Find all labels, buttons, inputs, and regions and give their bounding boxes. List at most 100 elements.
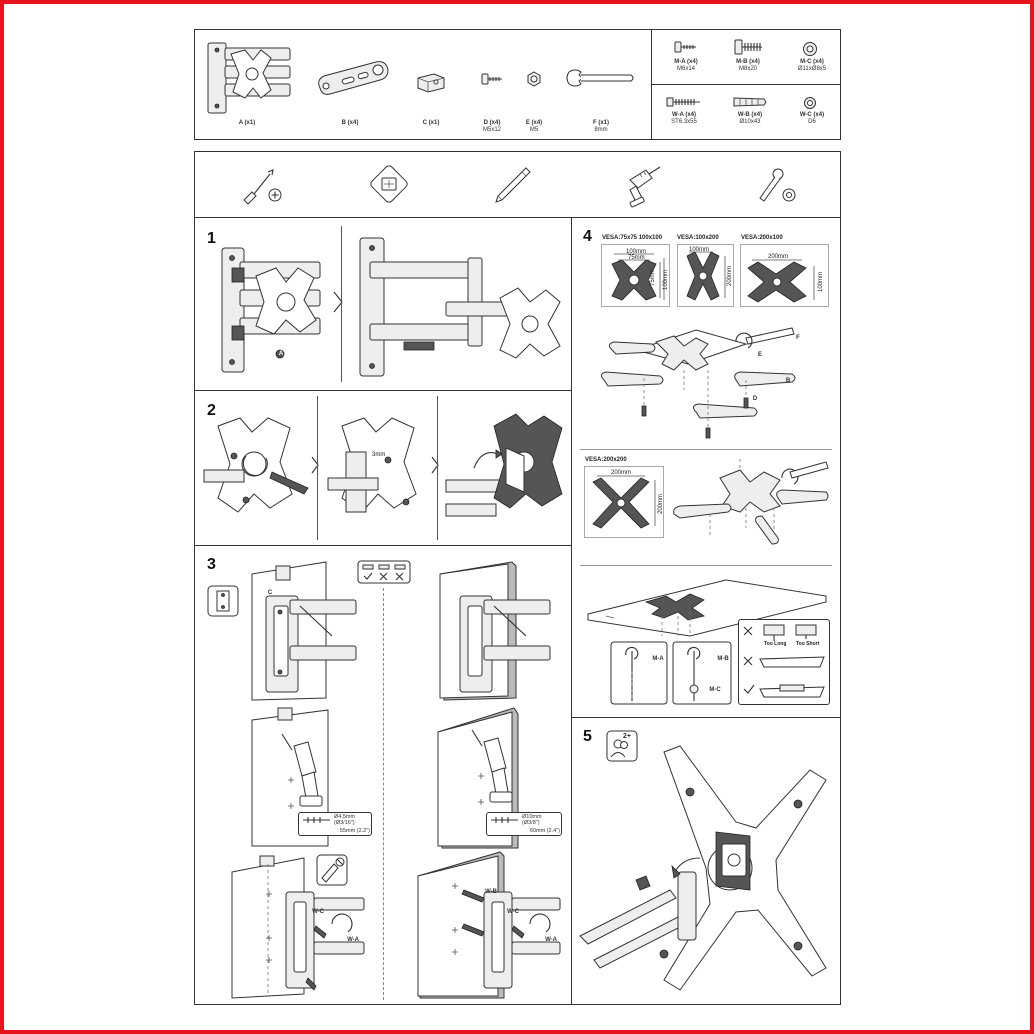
step4-tag-ma: M-A bbox=[652, 656, 664, 662]
step3-wood-tag-wa: W-A bbox=[347, 937, 359, 943]
step4-screw-mb-detail bbox=[672, 641, 732, 705]
step2-loosen-screw bbox=[203, 417, 309, 513]
parts-divider-h bbox=[651, 84, 841, 86]
part-e-nut bbox=[527, 71, 541, 87]
step3-wood-bit-icon bbox=[303, 817, 330, 823]
step2-tilted-plate bbox=[445, 413, 563, 517]
part-wc-label: W-C (x4)D6 bbox=[799, 112, 825, 125]
part-wb-anchor bbox=[733, 97, 767, 107]
svg-text:75mm: 75mm bbox=[650, 269, 656, 286]
step3-center-divider bbox=[383, 588, 384, 1000]
step1-chevron bbox=[333, 291, 343, 313]
step4-subdivider-2 bbox=[580, 565, 832, 566]
column-divider bbox=[571, 217, 573, 1005]
step3-concrete-tag-wc: W-C bbox=[507, 909, 519, 915]
pencil-icon bbox=[495, 167, 531, 203]
svg-text:100mm: 100mm bbox=[689, 247, 709, 253]
part-wa-label: W-A (x4)ST6.3x55 bbox=[671, 112, 697, 125]
vesa-200-exploded-view bbox=[673, 458, 829, 545]
step1-divider bbox=[194, 390, 572, 392]
part-mc-washer bbox=[803, 42, 817, 56]
part-b-adapter-arm bbox=[318, 61, 389, 95]
step2-inner-divider-1 bbox=[317, 396, 318, 540]
step4-callout-b: B bbox=[785, 378, 791, 384]
step2-gap-detail: 3mm bbox=[327, 417, 417, 513]
level-icon bbox=[370, 165, 408, 203]
step3-concrete-depth: 60mm (2.4") bbox=[529, 828, 560, 834]
step4-callout-f: F bbox=[796, 335, 800, 341]
tools-divider bbox=[194, 217, 841, 219]
step3-wood-bit-size: Ø4,5mm(Ø3/16") bbox=[334, 814, 356, 826]
part-mb-label: M-B (x4)M8x20 bbox=[736, 59, 760, 72]
step3-concrete-wall-mark bbox=[439, 561, 551, 701]
step-5-number: 5 bbox=[583, 728, 592, 745]
vesa-c-diagram: 200mm 100mm bbox=[747, 254, 824, 303]
svg-text:Too Long: Too Long bbox=[764, 641, 786, 647]
step1-extended-mount bbox=[359, 237, 561, 377]
step3-concrete-bit-icon bbox=[491, 817, 518, 823]
drill-icon bbox=[629, 166, 661, 208]
step4-tag-mb: M-B bbox=[717, 656, 729, 662]
two-people-count: 2+ bbox=[623, 733, 631, 740]
svg-text:200mm: 200mm bbox=[727, 266, 733, 286]
step5-hang-tv-plate bbox=[579, 745, 827, 991]
svg-text:Too Short: Too Short bbox=[796, 641, 820, 647]
step4-callout-d: D bbox=[752, 396, 758, 402]
no-impact-drill-icon bbox=[316, 854, 348, 886]
step2-gap-label: 3mm bbox=[372, 452, 385, 458]
step3-concrete-tag-wb: W-B bbox=[485, 889, 497, 895]
tv-attach-diagram bbox=[587, 579, 827, 637]
screw-length-check: Too Long Too Short bbox=[743, 624, 825, 698]
part-wb-label: W-B (x4)Ø10x43 bbox=[737, 112, 763, 125]
step2-inner-divider-2 bbox=[437, 396, 438, 540]
part-a-wall-bracket bbox=[207, 42, 291, 114]
step3-wall-type-legend bbox=[357, 560, 411, 584]
step-1-number: 1 bbox=[207, 230, 216, 247]
step3-template-icon bbox=[207, 585, 239, 617]
vesa-200x200-label: VESA:200x200 bbox=[585, 457, 627, 463]
part-e-label: E (x4)M5 bbox=[525, 120, 543, 133]
step1-inner-divider bbox=[341, 226, 342, 382]
step2-chevron-1 bbox=[311, 456, 319, 474]
step3-concrete-mount-final bbox=[417, 851, 561, 999]
step4-callout-e: E bbox=[757, 352, 762, 358]
step3-wood-depth: 55mm (2.2") bbox=[339, 828, 370, 834]
step3-callout-c: C bbox=[267, 590, 273, 596]
step3-wood-drill-spec bbox=[298, 812, 372, 836]
vesa-200x100-label: VESA:200x100 bbox=[741, 235, 783, 241]
step3-concrete-drill-spec bbox=[486, 812, 562, 836]
part-wc-washer bbox=[804, 97, 816, 109]
svg-text:200mm: 200mm bbox=[611, 470, 631, 476]
vesa-100x200-label: VESA:100x200 bbox=[677, 235, 719, 241]
socket-wrench-icon bbox=[759, 168, 796, 202]
step1-folded-mount bbox=[221, 247, 321, 373]
step4-screw-ma-detail bbox=[610, 641, 668, 705]
part-ma-label: M-A (x4)M6x14 bbox=[674, 59, 698, 72]
step3-wood-mount-final bbox=[231, 855, 365, 999]
part-mb-screw bbox=[734, 39, 762, 55]
step4-divider bbox=[571, 717, 841, 719]
two-people-icon bbox=[606, 730, 638, 762]
part-b-label: B (x4) bbox=[341, 120, 359, 126]
screwdriver-icon bbox=[243, 169, 282, 205]
part-f-wrench bbox=[566, 69, 634, 87]
part-c-label: C (x1) bbox=[422, 120, 440, 126]
vesa-b-diagram: 100mm 200mm bbox=[686, 247, 733, 301]
part-c-spacer bbox=[417, 73, 445, 93]
step-4-number: 4 bbox=[583, 228, 592, 245]
svg-text:100mm: 100mm bbox=[818, 272, 824, 292]
svg-text:200mm: 200mm bbox=[768, 254, 788, 260]
step-2-number: 2 bbox=[207, 402, 216, 419]
svg-text:100mm: 100mm bbox=[626, 249, 646, 255]
vesa-75-100-label: VESA:75x75 100x100 bbox=[602, 235, 663, 241]
step2-chevron-2 bbox=[431, 456, 439, 474]
vesa-d-diagram: 200mm 200mm bbox=[592, 470, 664, 529]
part-wa-lag-bolt bbox=[666, 97, 700, 107]
step4-tag-mc: M-C bbox=[709, 687, 721, 693]
svg-text:75mm: 75mm bbox=[628, 255, 645, 261]
part-mc-label: M-C (x4)Ø11xØ8x5 bbox=[797, 59, 827, 72]
vesa-a-diagram: 100mm 75mm 75mm 100mm bbox=[611, 249, 669, 301]
part-ma-screw bbox=[674, 41, 696, 53]
step3-concrete-tag-wa: W-A bbox=[545, 937, 557, 943]
